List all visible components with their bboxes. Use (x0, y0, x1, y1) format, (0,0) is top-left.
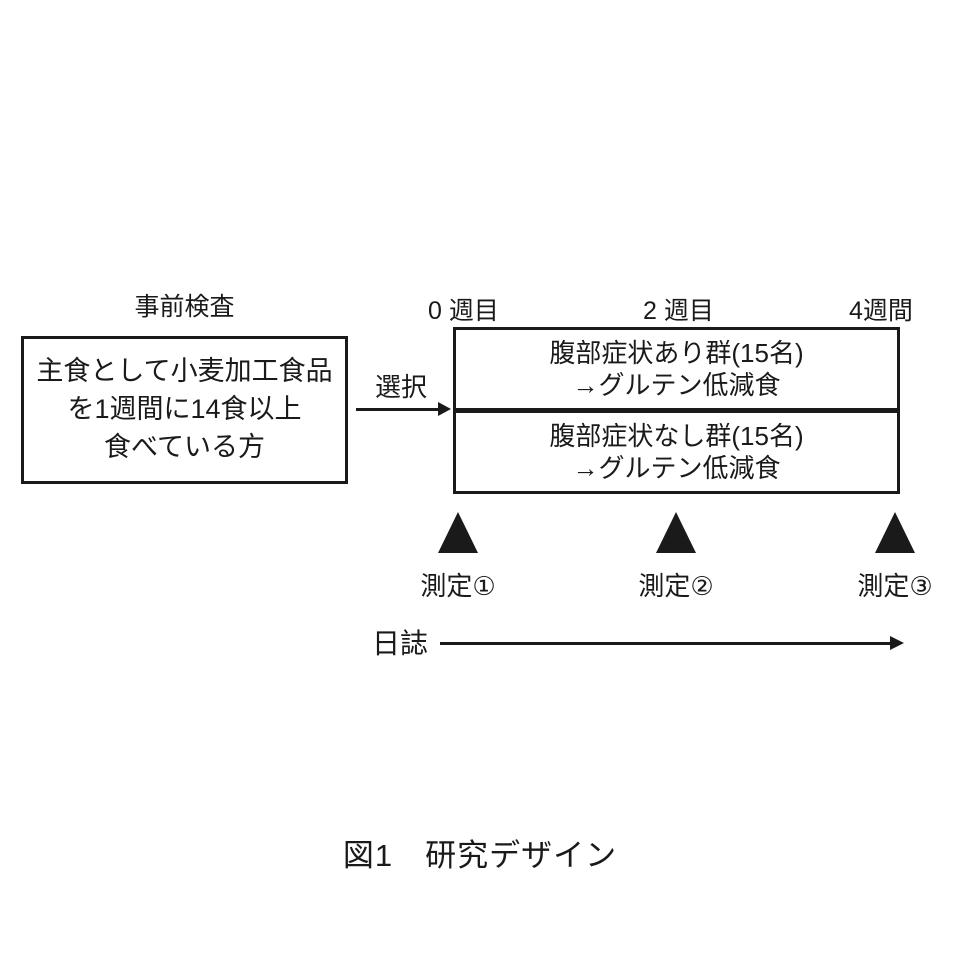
pretest-label: 事前検査 (134, 293, 235, 321)
measurement-1-triangle-icon (438, 512, 478, 553)
eligibility-box: 主食として小麦加工食品 を1週間に14食以上 食べている方 (21, 336, 348, 484)
timeline-week0-label: 0 週目 (428, 297, 499, 325)
group-without-symptoms-cell: 腹部症状なし群(15名) →グルテン低減食 (456, 413, 897, 491)
measurement-1-label: 測定① (420, 571, 496, 601)
group-without-symptoms-name: 腹部症状なし群(15名) (549, 420, 804, 451)
measurement-2-label: 測定② (638, 571, 714, 601)
group-with-symptoms-intervention: →グルテン低減食 (572, 370, 781, 400)
diary-arrow-line (440, 642, 892, 645)
figure-caption: 図1 研究デザイン (342, 838, 618, 873)
diary-arrow-head-icon (890, 636, 904, 650)
group-without-symptoms-intervention: →グルテン低減食 (572, 453, 781, 483)
eligibility-line-2: を1週間に14食以上 (67, 394, 302, 425)
eligibility-text: 主食として小麦加工食品 を1週間に14食以上 食べている方 (36, 353, 332, 466)
group-with-symptoms-cell: 腹部症状あり群(15名) →グルテン低減食 (456, 330, 897, 413)
diary-label: 日誌 (372, 628, 429, 659)
selection-arrow-line (356, 408, 440, 411)
selection-label: 選択 (374, 372, 427, 402)
measurement-3-label: 測定③ (857, 571, 933, 601)
eligibility-line-3: 食べている方 (104, 431, 265, 462)
measurement-3-triangle-icon (875, 512, 915, 553)
study-groups-box: 腹部症状あり群(15名) →グルテン低減食 腹部症状なし群(15名) →グルテン… (453, 327, 900, 494)
measurement-2-triangle-icon (656, 512, 696, 553)
selection-arrow-head-icon (438, 402, 451, 416)
timeline-week2-label: 2 週目 (643, 297, 714, 325)
timeline-week4-label: 4週間 (849, 297, 913, 325)
group-with-symptoms-name: 腹部症状あり群(15名) (549, 337, 804, 368)
eligibility-line-1: 主食として小麦加工食品 (36, 356, 333, 387)
